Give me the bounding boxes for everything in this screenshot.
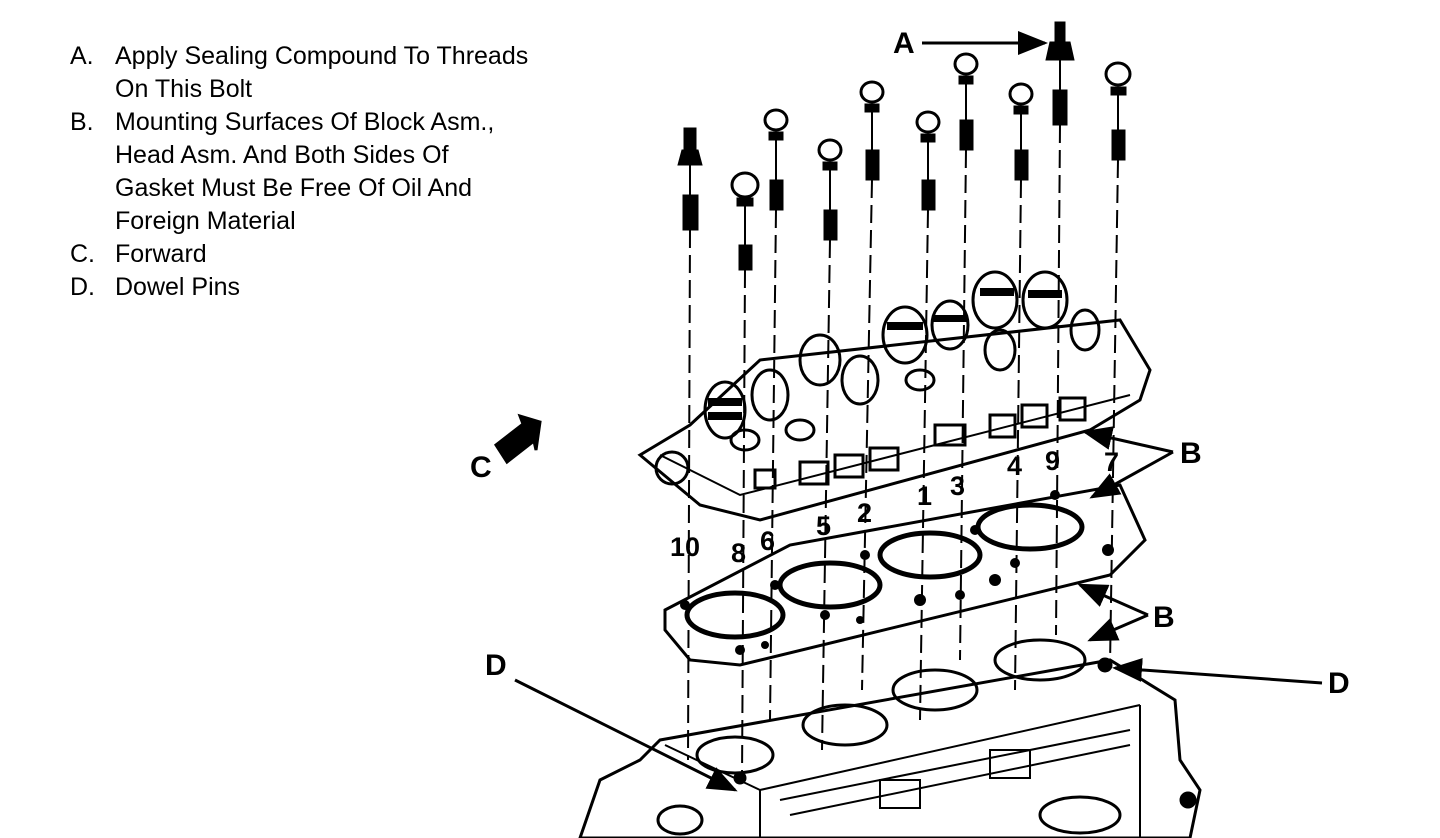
legend-item-c: C. Forward <box>70 238 630 271</box>
bolt-2 <box>859 80 885 181</box>
legend-key: A. <box>70 42 94 70</box>
callout-c: C <box>470 451 492 484</box>
legend-item-d: D. Dowel Pins <box>70 271 630 304</box>
callout-b-lower: B <box>1153 601 1175 634</box>
legend-text: Forward <box>115 240 207 268</box>
bolt-number-5: 5 <box>816 511 831 541</box>
bolt-6 <box>763 108 789 211</box>
bolt-7 <box>1104 61 1132 161</box>
bolt-8 <box>730 171 760 271</box>
bolt-10 <box>677 127 703 231</box>
legend-key: D. <box>70 273 95 301</box>
bolt-5 <box>817 138 843 241</box>
bolt-1 <box>915 110 941 211</box>
bolt-number-2: 2 <box>857 498 872 528</box>
legend-text: Mounting Surfaces Of Block Asm., Head As… <box>115 108 495 235</box>
bolt-number-4: 4 <box>1007 451 1022 481</box>
callout-d-right: D <box>1328 667 1350 700</box>
head-bolts <box>677 21 1132 781</box>
callout-a: A <box>893 27 915 60</box>
bolt-number-9: 9 <box>1045 446 1060 476</box>
legend-text: Dowel Pins <box>115 273 241 301</box>
legend: A. Apply Sealing Compound To Threads On … <box>70 40 630 304</box>
legend-key: B. <box>70 108 94 136</box>
bolt-number-3: 3 <box>950 471 965 501</box>
bolt-number-7: 7 <box>1104 447 1119 477</box>
legend-item-a: A. Apply Sealing Compound To Threads On … <box>70 40 630 106</box>
bolt-number-6: 6 <box>760 526 775 556</box>
bolt-9 <box>1045 21 1075 126</box>
leader-lines <box>514 31 1323 792</box>
engine-block <box>578 638 1202 838</box>
bolt-number-1: 1 <box>917 481 932 511</box>
bolt-4 <box>1008 82 1034 181</box>
forward-arrow-icon <box>493 413 542 465</box>
legend-item-b: B. Mounting Surfaces Of Block Asm., Head… <box>70 106 630 238</box>
bolt-number-10: 10 <box>670 532 700 562</box>
callout-b-upper: B <box>1180 437 1202 470</box>
cylinder-head <box>637 270 1152 522</box>
legend-key: C. <box>70 240 95 268</box>
callout-d-left: D <box>485 649 507 682</box>
bolt-number-8: 8 <box>731 538 746 568</box>
legend-text: Apply Sealing Compound To Threads On Thi… <box>115 42 529 103</box>
head-gasket <box>663 483 1147 667</box>
